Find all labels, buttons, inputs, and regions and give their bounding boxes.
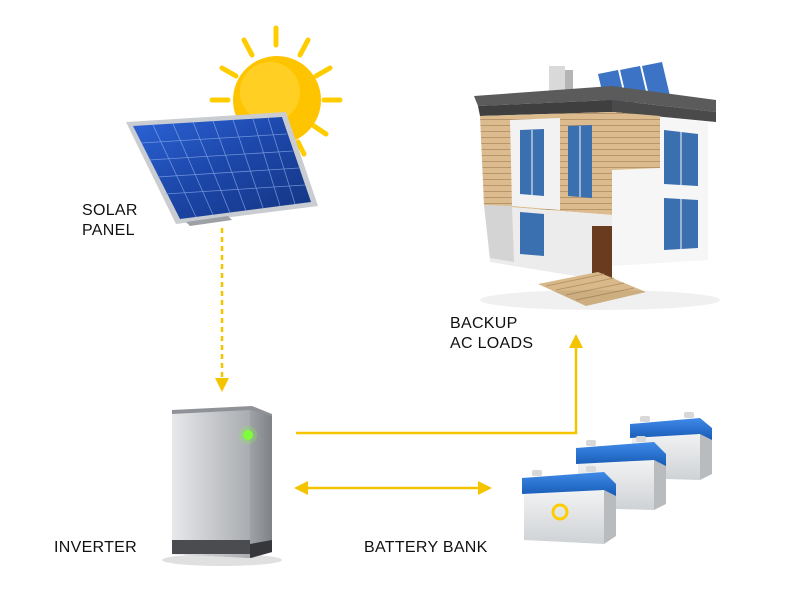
backup-loads-label-line1: BACKUP bbox=[450, 315, 518, 332]
solar-panel-icon bbox=[126, 112, 318, 226]
inverter-to-loads-arrow bbox=[296, 334, 583, 435]
inverter-icon bbox=[162, 406, 282, 566]
battery-bank-label: BATTERY BANK bbox=[364, 539, 488, 556]
battery-icon bbox=[522, 412, 712, 544]
solar-panel-label-line1: SOLAR bbox=[82, 202, 138, 219]
solar-panel-label-line2: PANEL bbox=[82, 222, 135, 239]
backup-loads-label: BACKUP AC LOADS bbox=[450, 314, 533, 354]
house-icon bbox=[474, 62, 720, 310]
panel-to-inverter-arrow bbox=[215, 228, 229, 392]
inverter-battery-arrow bbox=[294, 481, 492, 495]
inverter-label: INVERTER bbox=[54, 539, 138, 556]
backup-loads-label-line2: AC LOADS bbox=[450, 335, 534, 352]
solar-panel-label: SOLAR PANEL bbox=[82, 201, 138, 241]
